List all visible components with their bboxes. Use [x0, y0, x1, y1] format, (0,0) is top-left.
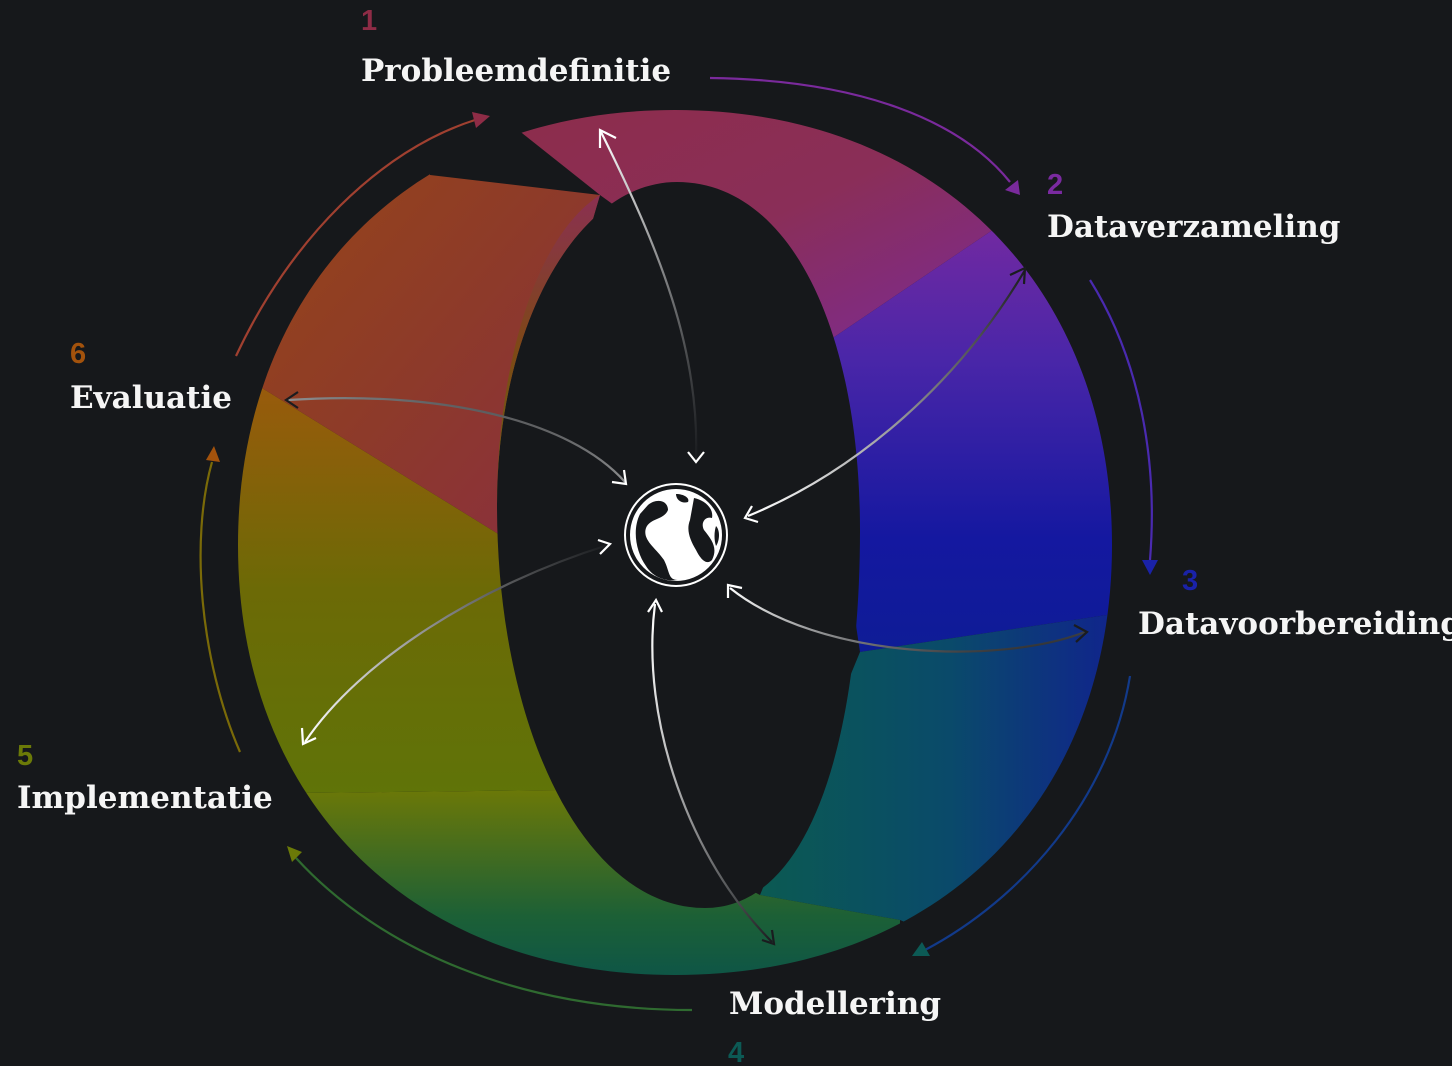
arrowhead-icon — [1073, 624, 1089, 643]
arrowhead-icon — [743, 505, 759, 524]
phase-number-3: 3 — [1182, 565, 1198, 597]
cycle-arrow-2-to-3 — [1089, 279, 1153, 561]
phase-label-datavoorbereiding: Datavoorbereiding — [1138, 606, 1452, 642]
cycle-arrow-1-to-2 — [709, 76, 1011, 183]
phase-labels: 1 Probleemdefinitie 2 Dataverzameling 3 … — [17, 5, 1452, 1066]
arrowhead-icon — [287, 846, 302, 862]
spoke-arrow-dataverzameling — [747, 269, 1026, 518]
phase-label-dataverzameling: Dataverzameling — [1047, 209, 1340, 245]
ring-segment-implementatie — [238, 380, 560, 800]
arrowhead-icon — [1142, 560, 1158, 575]
arrowhead-icon — [687, 451, 705, 464]
arrowhead-icon — [597, 538, 613, 555]
phase-number-6: 6 — [70, 338, 86, 370]
arrowhead-icon — [611, 469, 628, 486]
ring-segment-datavoorbereiding — [760, 610, 1112, 975]
arrowhead-icon — [761, 929, 776, 946]
arrowhead-icon — [300, 727, 317, 746]
phase-label-modellering: Modellering — [729, 986, 941, 1022]
arrowhead-icon — [1005, 180, 1020, 195]
arrowhead-icon — [598, 128, 617, 148]
phase-number-5: 5 — [17, 740, 33, 772]
spoke-arrow-implementatie — [304, 543, 609, 743]
arrowhead-icon — [1009, 266, 1027, 285]
arrowhead-icon — [284, 391, 299, 409]
cycle-arrow-6-to-1 — [235, 118, 476, 357]
spoke-arrows — [284, 128, 1089, 946]
phase-number-4: 4 — [728, 1037, 744, 1066]
phase-number-2: 2 — [1047, 169, 1063, 201]
arrowhead-icon — [726, 583, 743, 598]
spoke-arrow-evaluatie — [287, 397, 626, 483]
spoke-arrow-modellering — [651, 603, 773, 943]
spoke-arrow-probleemdefinitie — [599, 129, 698, 461]
spoke-arrow-datavoorbereiding — [729, 587, 1086, 653]
outer-cycle-arrows — [199, 76, 1158, 1012]
phase-label-evaluatie: Evaluatie — [70, 380, 232, 416]
cycle-arrow-4-to-5 — [295, 857, 693, 1012]
phase-number-1: 1 — [361, 5, 377, 37]
phase-label-probleemdefinitie: Probleemdefinitie — [361, 53, 671, 89]
arrowhead-icon — [647, 597, 663, 613]
arrowhead-icon — [472, 112, 490, 128]
phase-label-implementatie: Implementatie — [17, 780, 273, 816]
cycle-arrow-5-to-6 — [199, 461, 242, 753]
arrowhead-icon — [206, 446, 220, 462]
arrowhead-icon — [912, 942, 930, 956]
globe-icon — [624, 483, 728, 587]
cycle-arrow-3-to-4 — [924, 675, 1132, 951]
